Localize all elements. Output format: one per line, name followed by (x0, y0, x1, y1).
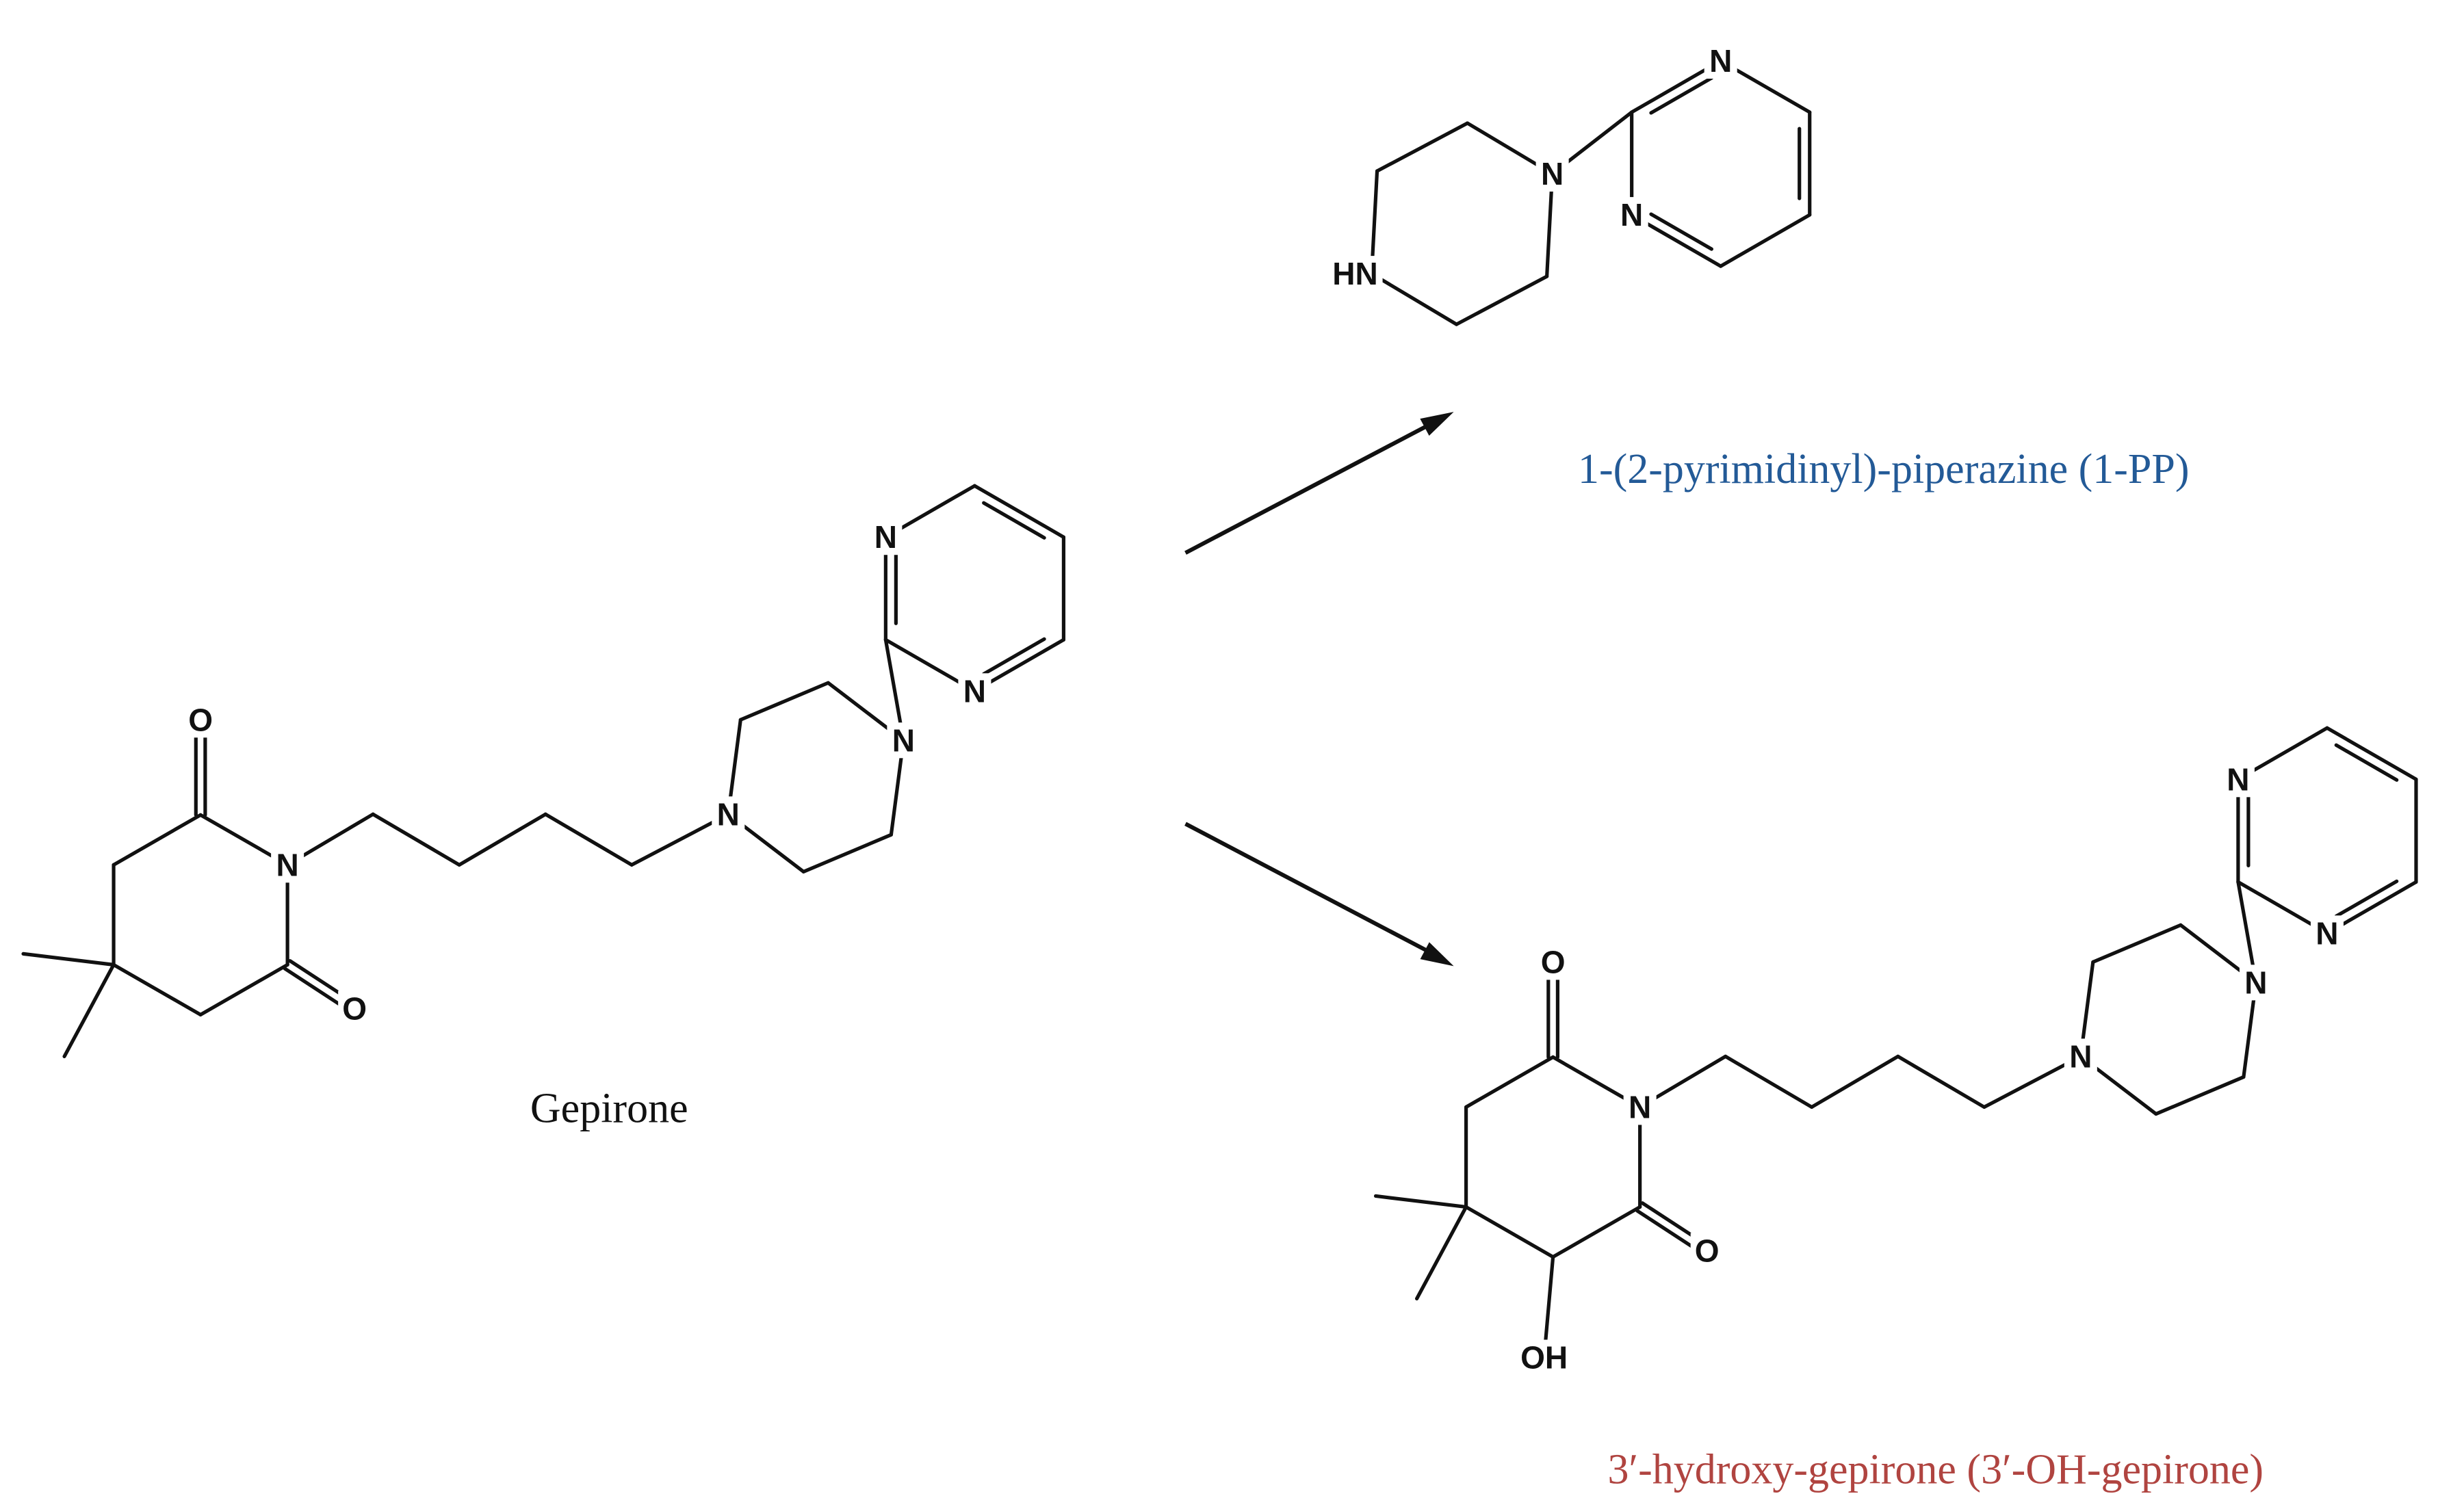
atom-label-n: N (276, 847, 299, 882)
atom-label-n: N (1620, 197, 1643, 233)
structure-3oh-gepirone: O N O N N N N OH (1373, 726, 2418, 1376)
atom-label-o: O (1695, 1233, 1720, 1269)
bond (1414, 1205, 1468, 1301)
atom-label-bg (712, 796, 745, 832)
atom-label-bg (1536, 944, 1570, 980)
bond (1896, 1054, 1986, 1110)
atom-label-bg (1615, 197, 1648, 233)
atom-label-n: N (2227, 761, 2249, 797)
atom-label-n: N (1541, 156, 1564, 192)
label-1pp: 1-(2-pyrimidinyl)-piperazine (1-PP) (1578, 446, 2190, 493)
arrow-head-icon (1420, 942, 1454, 967)
bond (801, 832, 893, 874)
atom-label-bg (1535, 156, 1569, 192)
bond (543, 812, 634, 867)
atom-label-n: N (717, 796, 740, 832)
atom-label-o: O (342, 990, 367, 1026)
bond (1551, 1205, 1642, 1259)
atom-label-bg (1327, 256, 1383, 292)
arrow-to-1pp (1184, 412, 1454, 555)
atom-label-o: O (1541, 944, 1566, 980)
bond (1810, 1054, 1900, 1110)
atom-label-bg (869, 519, 903, 555)
structure-1pp: HN N N N (1327, 43, 1812, 326)
atom-label-o: O (188, 702, 213, 737)
bond (21, 952, 116, 967)
atom-label-bg (2239, 964, 2272, 1001)
atom-label-bg (1704, 43, 1737, 79)
bond (1649, 212, 1713, 251)
bond (1724, 1054, 1814, 1110)
bond (112, 962, 203, 1017)
bond (62, 962, 116, 1059)
bond (982, 637, 1046, 676)
bond (112, 813, 203, 867)
atom-label-n: N (963, 673, 986, 709)
bond (1464, 1055, 1555, 1110)
arrow-line (1184, 822, 1429, 954)
arrow-head-icon (1420, 412, 1454, 436)
atom-label-bg (1690, 1233, 1724, 1269)
bond (2091, 923, 2183, 964)
atom-label-bg (2310, 915, 2344, 952)
bond (2325, 726, 2418, 781)
bond (1369, 272, 1459, 326)
bond (2154, 1075, 2246, 1116)
atom-label-n: N (2244, 964, 2267, 1000)
atom-label-bg (184, 702, 218, 738)
atom-label-bg (958, 673, 991, 709)
arrow-line (1184, 423, 1429, 555)
bond (1373, 1194, 1468, 1209)
atom-label-n: N (2316, 915, 2338, 951)
atom-label-bg (2064, 1038, 2097, 1075)
atom-label-bg (338, 990, 372, 1027)
atom-label-n: N (2069, 1038, 2092, 1074)
bond (457, 812, 547, 867)
bond (2334, 879, 2399, 918)
bond (1649, 76, 1713, 115)
bond (1375, 121, 1470, 173)
bond (1719, 213, 1812, 268)
atom-label-hn: HN (1332, 256, 1377, 291)
atom-label-n: N (892, 722, 915, 758)
atom-label-bg (271, 847, 304, 883)
bond (982, 501, 1046, 540)
bond (2334, 743, 2399, 782)
structure-gepirone: O N O N N N N (21, 484, 1066, 1059)
atom-label-bg (1623, 1089, 1657, 1125)
atom-label-bg (887, 722, 920, 759)
atom-label-bg (1516, 1339, 1572, 1376)
atom-label-n: N (1709, 43, 1732, 79)
atom-label-n: N (874, 519, 897, 555)
bond (371, 812, 461, 867)
label-3oh-gepirone: 3′-hydroxy-gepirone (3′-OH-gepirone) (1608, 1447, 2264, 1493)
arrow-to-3oh-gepirone (1184, 822, 1454, 967)
bond (198, 962, 289, 1017)
bond (1454, 274, 1549, 326)
bond (1464, 1205, 1555, 1259)
bond (972, 484, 1066, 539)
atom-label-bg (2221, 761, 2255, 798)
label-gepirone: Gepirone (530, 1085, 688, 1131)
atom-label-n: N (1629, 1089, 1651, 1125)
atom-label-oh: OH (1520, 1340, 1568, 1376)
bond (738, 681, 830, 722)
